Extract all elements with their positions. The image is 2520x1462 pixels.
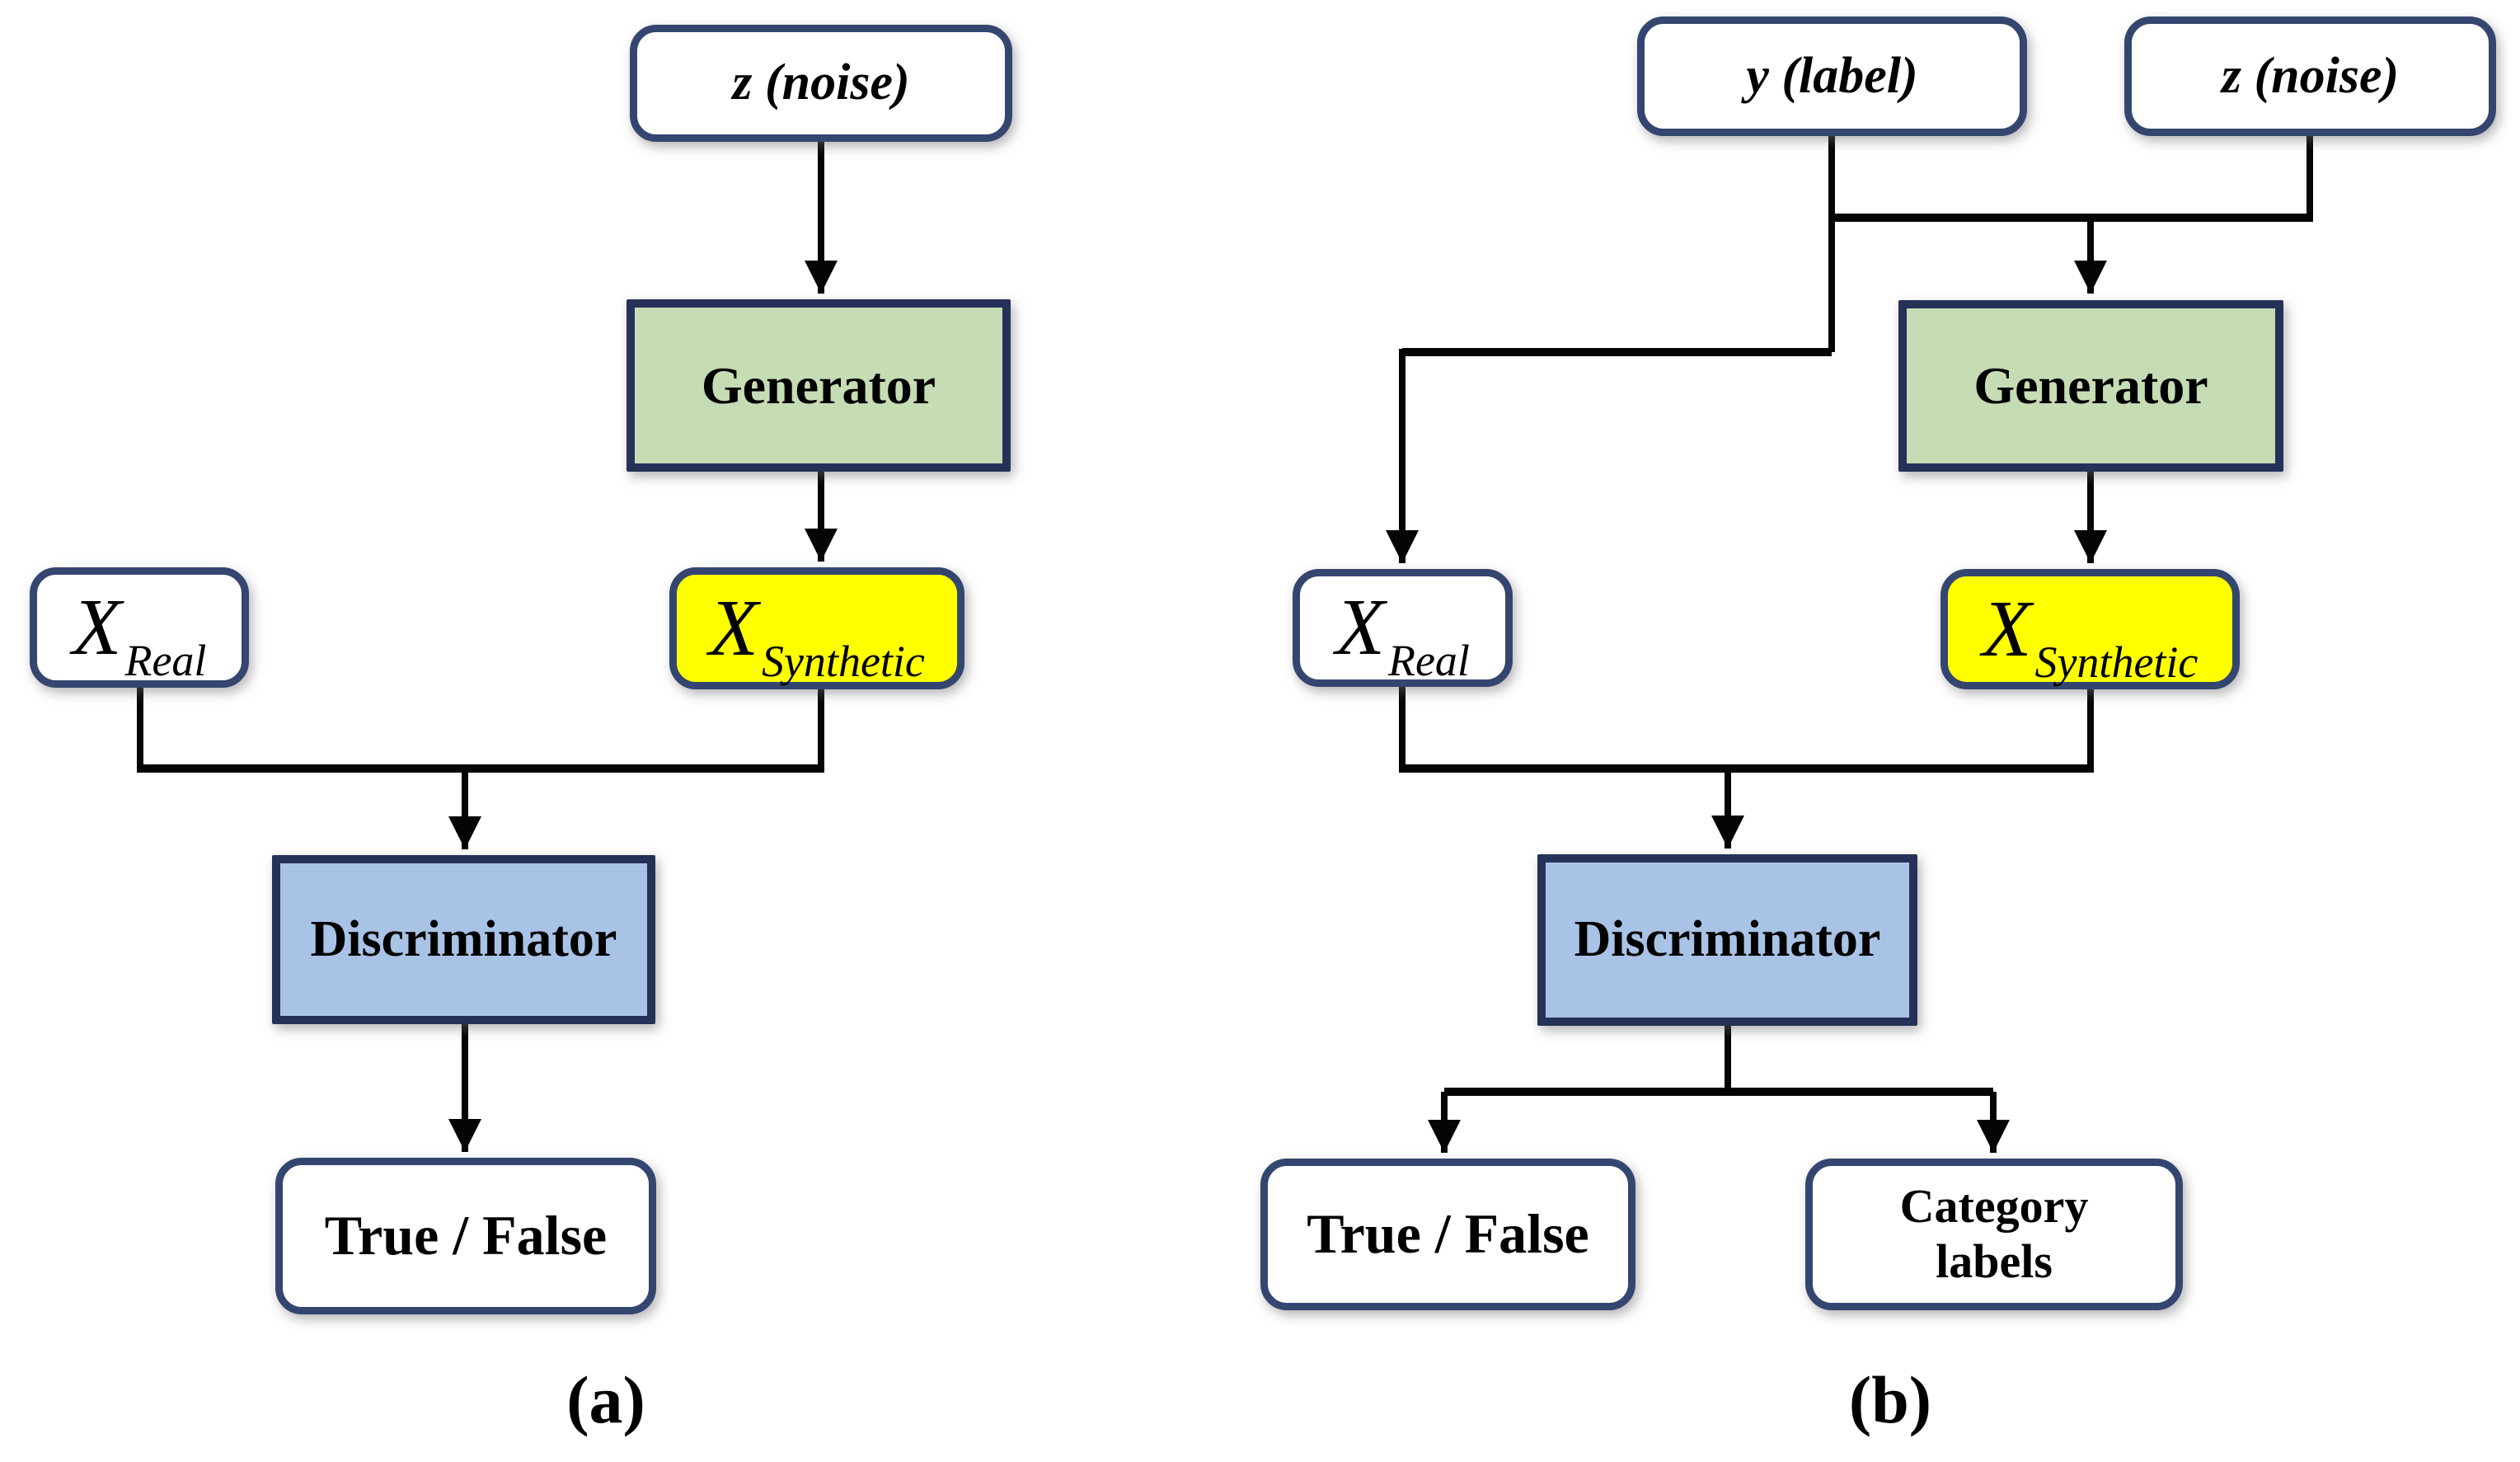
panel-a-connectors (137, 142, 838, 1152)
noise-input-box-a: z (noise) (630, 25, 1012, 142)
x-real-box-a: XReal (30, 567, 249, 688)
x-real-subscript-a: Real (124, 635, 207, 685)
x-synthetic-box-b: XSynthetic (1940, 569, 2240, 689)
x-real-subscript-b: Real (1387, 636, 1470, 686)
category-labels-box-b: Category labels (1805, 1159, 2183, 1310)
panel-a-caption: (a) (566, 1362, 645, 1437)
true-false-box-b: True / False (1260, 1159, 1635, 1310)
generator-box-a: Generator (626, 299, 1011, 472)
discriminator-label-b: Discriminator (1574, 911, 1881, 968)
generator-box-b: Generator (1898, 300, 2283, 472)
x-synthetic-box-a: XSynthetic (669, 567, 964, 689)
discriminator-label-a: Discriminator (310, 910, 617, 967)
x-synthetic-base-b: X (1982, 584, 2032, 674)
x-real-base-b: X (1335, 583, 1385, 673)
noise-input-label-a: z (noise) (732, 54, 910, 111)
panel-b-caption: (b) (1848, 1362, 1932, 1437)
panel-b-connectors (1386, 136, 2313, 1153)
x-synthetic-base-a: X (709, 583, 758, 673)
true-false-label-b: True / False (1307, 1202, 1589, 1266)
label-input-box-b: y (label) (1637, 16, 2027, 136)
x-synthetic-subscript-a: Synthetic (761, 636, 925, 686)
x-real-label-b: XReal (1335, 583, 1470, 684)
category-labels-label-b: Category labels (1899, 1179, 2089, 1288)
generator-label-b: Generator (1973, 356, 2208, 416)
label-input-label-b: y (label) (1746, 47, 1918, 104)
generator-label-a: Generator (701, 355, 936, 415)
discriminator-box-a: Discriminator (272, 855, 655, 1024)
x-real-box-b: XReal (1293, 569, 1513, 687)
true-false-box-a: True / False (275, 1158, 656, 1314)
x-real-base-a: X (72, 582, 122, 672)
x-real-label-a: XReal (72, 582, 207, 684)
x-synthetic-label-a: XSynthetic (709, 583, 925, 684)
discriminator-box-b: Discriminator (1537, 854, 1917, 1026)
noise-input-label-b: z (noise) (2221, 47, 2400, 104)
noise-input-box-b: z (noise) (2124, 16, 2496, 136)
x-synthetic-subscript-b: Synthetic (2034, 637, 2199, 687)
true-false-label-a: True / False (324, 1204, 608, 1267)
x-synthetic-label-b: XSynthetic (1982, 584, 2199, 685)
